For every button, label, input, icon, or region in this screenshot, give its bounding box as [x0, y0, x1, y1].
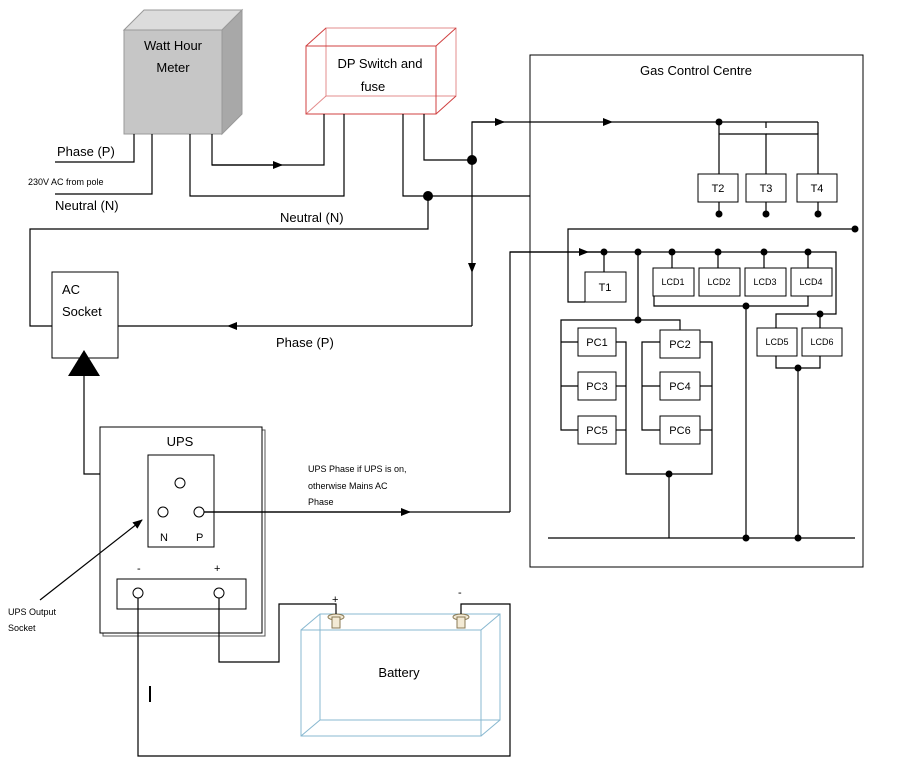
- gcc-inner-wiring: [509, 228, 855, 539]
- ups-minus-label: -: [137, 563, 141, 575]
- ups-minus-terminal: [132, 587, 144, 599]
- t4-box: [796, 173, 838, 203]
- supply-wires: [55, 114, 345, 197]
- battery-minus-terminal: [452, 613, 470, 629]
- ac-socket-line2: Socket: [62, 304, 102, 319]
- junction-neutral: [423, 191, 433, 201]
- ups-plus-terminal: [213, 587, 225, 599]
- lcd2-label: LCD2: [707, 277, 730, 287]
- pc2-label: PC2: [669, 339, 690, 351]
- pc5-label: PC5: [586, 425, 607, 437]
- lcd6-box: [801, 327, 843, 357]
- meter-label-line2: Meter: [156, 60, 190, 75]
- ac-socket-line1: AC: [62, 282, 80, 297]
- junction-phase: [467, 155, 477, 165]
- pc4-label: PC4: [669, 381, 690, 393]
- neutral-label: Neutral (N): [280, 210, 344, 225]
- lcd6-label: LCD6: [810, 337, 833, 347]
- pc5-box: [577, 415, 617, 445]
- ups-output-socket: [147, 454, 215, 548]
- lcd5-label: LCD5: [765, 337, 788, 347]
- lcd1-label: LCD1: [661, 277, 684, 287]
- ac-from-pole-label: 230V AC from pole: [28, 177, 104, 187]
- lcd4-box: [790, 267, 833, 297]
- battery-minus-label: -: [458, 587, 462, 599]
- t1-box: [584, 271, 627, 303]
- battery-plus-label: +: [332, 594, 338, 606]
- lcd1-box: [652, 267, 695, 297]
- battery-label: Battery: [378, 665, 420, 680]
- lcd3-box: [744, 267, 787, 297]
- plug-triangle-icon: [68, 350, 100, 376]
- dp-switch-label-line2: fuse: [361, 79, 386, 94]
- t1-label: T1: [599, 282, 612, 294]
- pc3-label: PC3: [586, 381, 607, 393]
- ups-p-label: P: [196, 532, 203, 544]
- socket-earth-pin: [174, 477, 186, 489]
- pc3-box: [577, 371, 617, 401]
- t2-label: T2: [712, 183, 725, 195]
- dp-switch-fuse: [305, 27, 457, 115]
- gas-control-centre: [529, 54, 864, 568]
- ups-note-line2: otherwise Mains AC: [308, 481, 388, 491]
- ups-output-line1: UPS Output: [8, 607, 57, 617]
- dp-switch-label-line1: DP Switch and: [337, 56, 422, 71]
- neutral-supply-label: Neutral (N): [55, 198, 119, 213]
- socket-n-pin: [157, 506, 169, 518]
- ups-note-line1: UPS Phase if UPS is on,: [308, 464, 407, 474]
- pc2-box: [659, 329, 701, 359]
- lcd5-box: [756, 327, 798, 357]
- pc4-box: [659, 371, 701, 401]
- watt-hour-meter: Watt Hour Meter: [122, 8, 244, 136]
- socket-p-pin: [193, 506, 205, 518]
- pc1-label: PC1: [586, 337, 607, 349]
- t4-label: T4: [811, 183, 824, 195]
- lcd3-label: LCD3: [753, 277, 776, 287]
- pc6-box: [659, 415, 701, 445]
- ups-plus-label: +: [214, 563, 220, 575]
- gcc-title: Gas Control Centre: [640, 63, 752, 78]
- ups-title: UPS: [167, 434, 194, 449]
- t2-box: [697, 173, 739, 203]
- phase-supply-label: Phase (P): [57, 144, 115, 159]
- phase-label: Phase (P): [276, 335, 334, 350]
- t3-label: T3: [760, 183, 773, 195]
- lcd2-box: [698, 267, 741, 297]
- ups-output-line2: Socket: [8, 623, 36, 633]
- battery: [300, 613, 501, 737]
- ac-socket: [51, 271, 119, 359]
- pc6-label: PC6: [669, 425, 690, 437]
- ups-note-line3: Phase: [308, 497, 334, 507]
- t3-box: [745, 173, 787, 203]
- lcd4-label: LCD4: [799, 277, 822, 287]
- ups-n-label: N: [160, 532, 168, 544]
- pc1-box: [577, 327, 617, 357]
- battery-plus-terminal: [327, 613, 345, 629]
- meter-label-line1: Watt Hour: [144, 38, 203, 53]
